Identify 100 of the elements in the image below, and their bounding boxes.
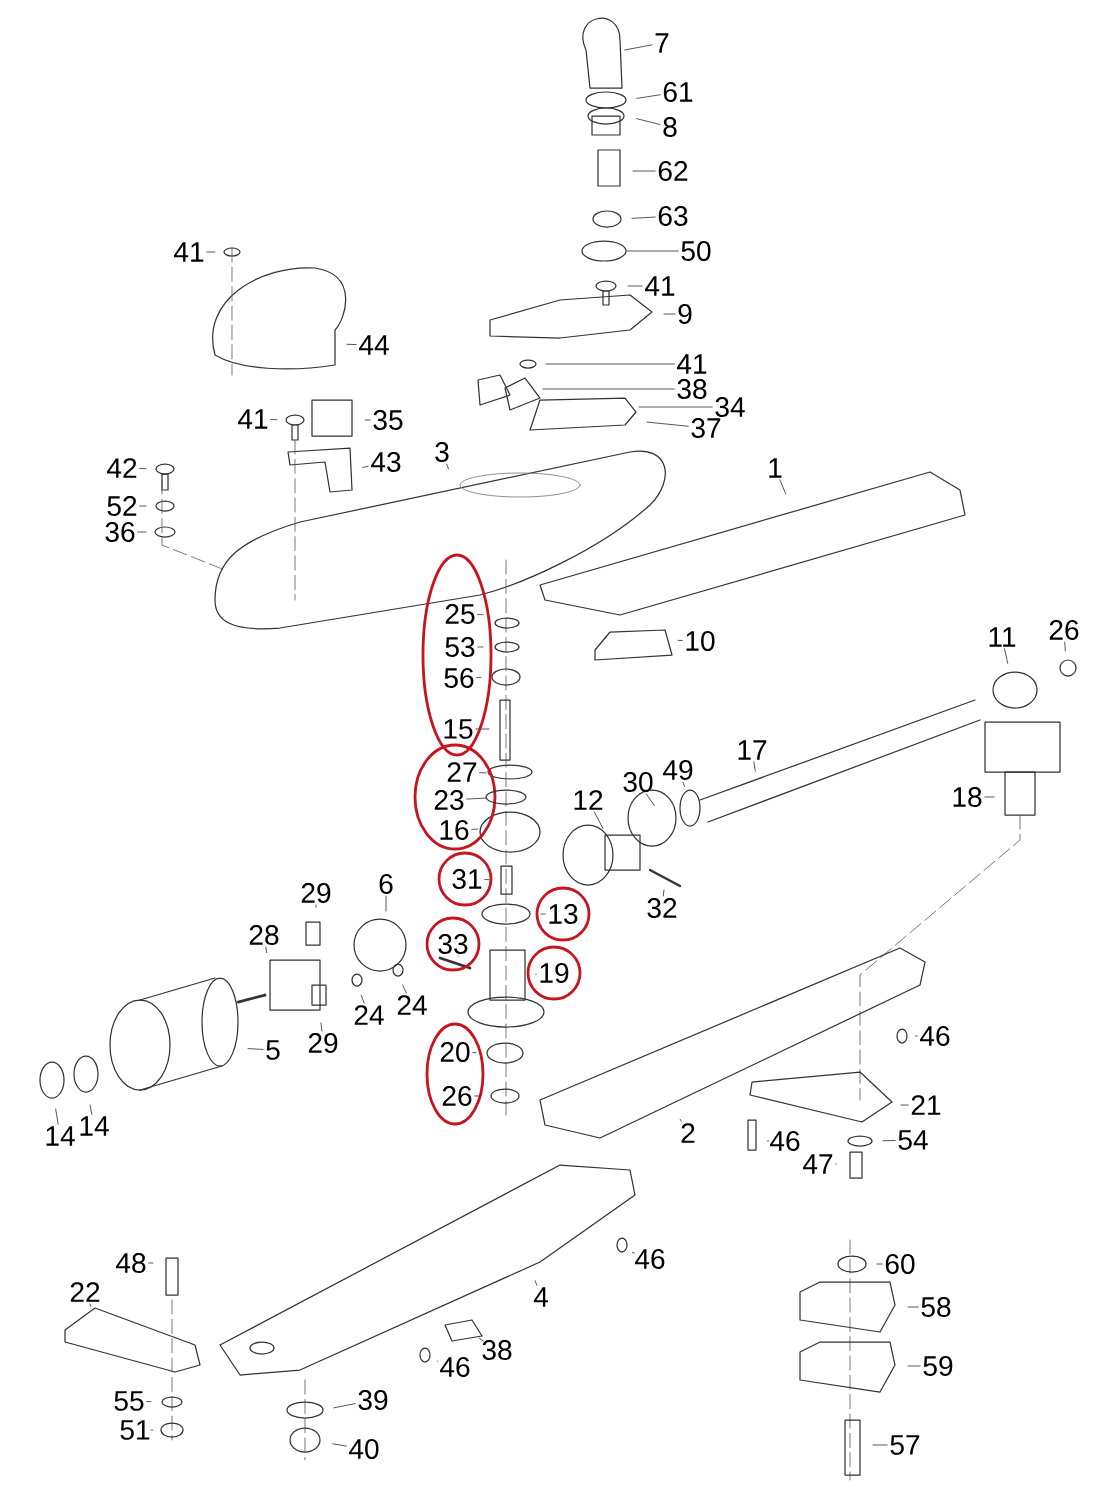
callout-number: 37 (691, 418, 721, 438)
callout-number: 61 (663, 82, 693, 102)
callout-number: 36 (105, 522, 135, 542)
leader-line (646, 421, 689, 427)
leader-line (247, 1048, 264, 1050)
callout-number: 24 (354, 1005, 384, 1025)
leader-line (148, 1262, 154, 1264)
callout-number: 55 (114, 1391, 144, 1411)
leader-line (471, 828, 479, 830)
callout-number: 16 (440, 820, 469, 840)
callout-number: 58 (921, 1297, 951, 1317)
leader-line (545, 363, 675, 365)
callout-number: 43 (371, 452, 401, 472)
callout-number: 39 (358, 1390, 388, 1410)
leader-line (333, 1403, 356, 1409)
callout-number: 22 (70, 1282, 100, 1302)
callout-number: 38 (677, 379, 707, 399)
callout-number: 51 (120, 1420, 150, 1440)
leader-line (446, 463, 449, 470)
callout-number: 38 (482, 1340, 512, 1360)
leader-line (542, 388, 675, 390)
callout-number: 1 (769, 458, 782, 478)
callout-number: 4 (533, 1287, 548, 1307)
callout-number: 20 (440, 1042, 470, 1062)
callout-number: 24 (397, 995, 427, 1015)
leader-line (1004, 648, 1009, 664)
callout-number: 13 (549, 904, 578, 924)
callout-number: 5 (266, 1040, 280, 1060)
callout-number: 10 (686, 631, 715, 651)
leader-line (385, 895, 387, 912)
callout-number: 23 (434, 790, 464, 810)
leader-line (766, 1140, 770, 1142)
leader-line (645, 793, 655, 806)
leader-line (137, 531, 147, 533)
callout-number: 56 (444, 668, 474, 688)
leader-line (472, 1052, 477, 1054)
callout-number: 47 (803, 1154, 833, 1174)
leader-line (540, 913, 546, 915)
leader-line (872, 1444, 888, 1446)
callout-number: 25 (445, 604, 475, 624)
callout-number: 11 (989, 627, 1016, 647)
callout-number: 17 (738, 740, 767, 760)
highlight-ellipse (425, 1022, 485, 1126)
callout-number: 63 (658, 206, 688, 226)
washer-drawing (485, 789, 527, 805)
leader-line (638, 406, 713, 408)
callout-number: 12 (574, 790, 603, 810)
highlight-ellipse (413, 743, 497, 851)
leader-line (477, 614, 484, 616)
callout-number: 54 (898, 1130, 928, 1150)
callout-number: 40 (349, 1439, 379, 1459)
leader-line (484, 879, 490, 881)
leader-line (478, 1337, 484, 1342)
leader-line (663, 313, 676, 315)
leader-line (882, 1140, 896, 1142)
callout-number: 48 (116, 1253, 146, 1273)
callout-number: 46 (770, 1131, 800, 1151)
callout-number: 52 (107, 496, 137, 516)
leader-line (907, 1306, 919, 1308)
leader-line (360, 994, 365, 1004)
leader-line (320, 1022, 323, 1032)
leader-line (636, 94, 661, 99)
callout-number: 2 (681, 1123, 695, 1143)
leader-line (479, 772, 487, 774)
highlight-circle (526, 945, 582, 1001)
leader-line (626, 250, 679, 252)
callout-number: 46 (920, 1026, 950, 1046)
leader-line (364, 419, 371, 421)
leader-line (627, 285, 643, 287)
leader-line (475, 728, 490, 730)
leader-line (662, 889, 665, 897)
callout-number: 59 (923, 1356, 953, 1376)
leader-line (139, 505, 147, 507)
leader-line (907, 1365, 921, 1367)
leader-line (346, 343, 357, 345)
callout-number: 57 (890, 1435, 920, 1455)
leader-line (632, 170, 656, 172)
leader-line (150, 1429, 154, 1431)
callout-number: 30 (623, 772, 653, 792)
leader-line (476, 676, 482, 678)
leader-line (624, 44, 653, 51)
leader-line (915, 1035, 918, 1037)
leader-line (677, 639, 683, 641)
callout-number: 15 (444, 719, 473, 739)
leader-line (458, 955, 460, 957)
leader-line (315, 904, 317, 908)
callout-number: 46 (440, 1357, 470, 1377)
leader-line (753, 761, 756, 772)
leader-line (636, 118, 661, 125)
callout-number: 14 (46, 1126, 75, 1146)
callout-number: 7 (655, 33, 669, 53)
leader-line (402, 984, 407, 994)
callout-number: 29 (308, 1033, 338, 1053)
highlight-ellipse (421, 553, 493, 757)
callout-number: 62 (658, 161, 688, 181)
callout-number: 41 (677, 354, 707, 374)
callout-number: 32 (647, 898, 677, 918)
callout-number: 6 (379, 874, 393, 894)
callout-number: 53 (445, 637, 475, 657)
leader-line (474, 1095, 481, 1097)
